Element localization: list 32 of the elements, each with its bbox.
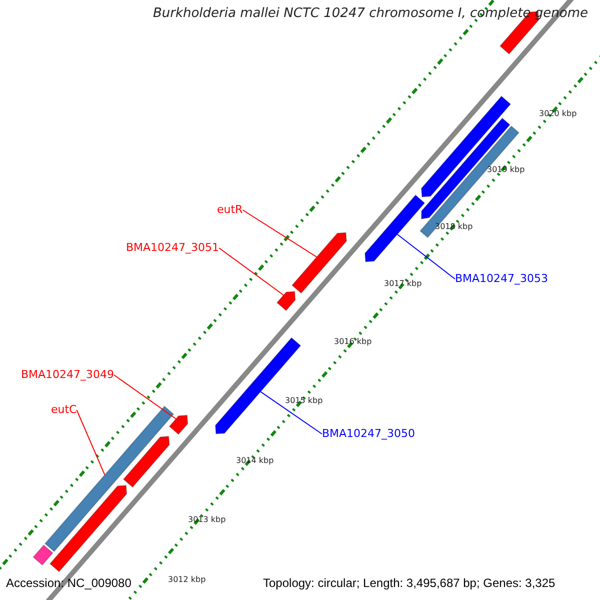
scale-label: 3013 kbp bbox=[188, 514, 226, 526]
gene-feature bbox=[364, 194, 426, 262]
scale-label: 3012 kbp bbox=[168, 574, 206, 586]
leader-line bbox=[242, 210, 318, 258]
gene-feature bbox=[420, 96, 512, 198]
gene-label: BMA10247_3050 bbox=[322, 428, 416, 440]
gene-feature bbox=[276, 290, 296, 312]
gene-feature bbox=[122, 436, 170, 488]
scale-label: 3020 kbp bbox=[539, 108, 577, 120]
info-text: Accession: NC_009080 bbox=[6, 576, 132, 591]
gene-feature bbox=[32, 544, 54, 566]
scale-label: 3015 kbp bbox=[285, 395, 323, 407]
gene-label: BMA10247_3051 bbox=[126, 242, 220, 254]
gene-feature bbox=[291, 232, 347, 294]
leader-line bbox=[218, 248, 284, 296]
scale-label: 3016 kbp bbox=[334, 336, 372, 348]
scale-label: 3019 kbp bbox=[487, 164, 525, 176]
gene-feature bbox=[420, 117, 511, 220]
gene-feature bbox=[49, 484, 128, 572]
gene-label: eutR bbox=[217, 204, 243, 216]
scale-label: 3017 kbp bbox=[384, 278, 422, 290]
title: Burkholderia mallei NCTC 10247 chromosome I, complete genome bbox=[152, 8, 588, 20]
leader-line bbox=[396, 234, 456, 280]
leader-line bbox=[260, 391, 322, 434]
gene-label: BMA10247_3049 bbox=[21, 369, 114, 381]
gene-label: BMA10247_3053 bbox=[455, 273, 548, 285]
info-text: Topology: circular; Length: 3,495,687 bp; Genes: 3,325 bbox=[263, 576, 556, 591]
gene-feature bbox=[168, 414, 188, 435]
leader-line bbox=[76, 410, 106, 476]
gene-label: eutC bbox=[51, 404, 77, 416]
gene-feature bbox=[44, 406, 174, 552]
scale-label: 3014 kbp bbox=[236, 455, 274, 467]
